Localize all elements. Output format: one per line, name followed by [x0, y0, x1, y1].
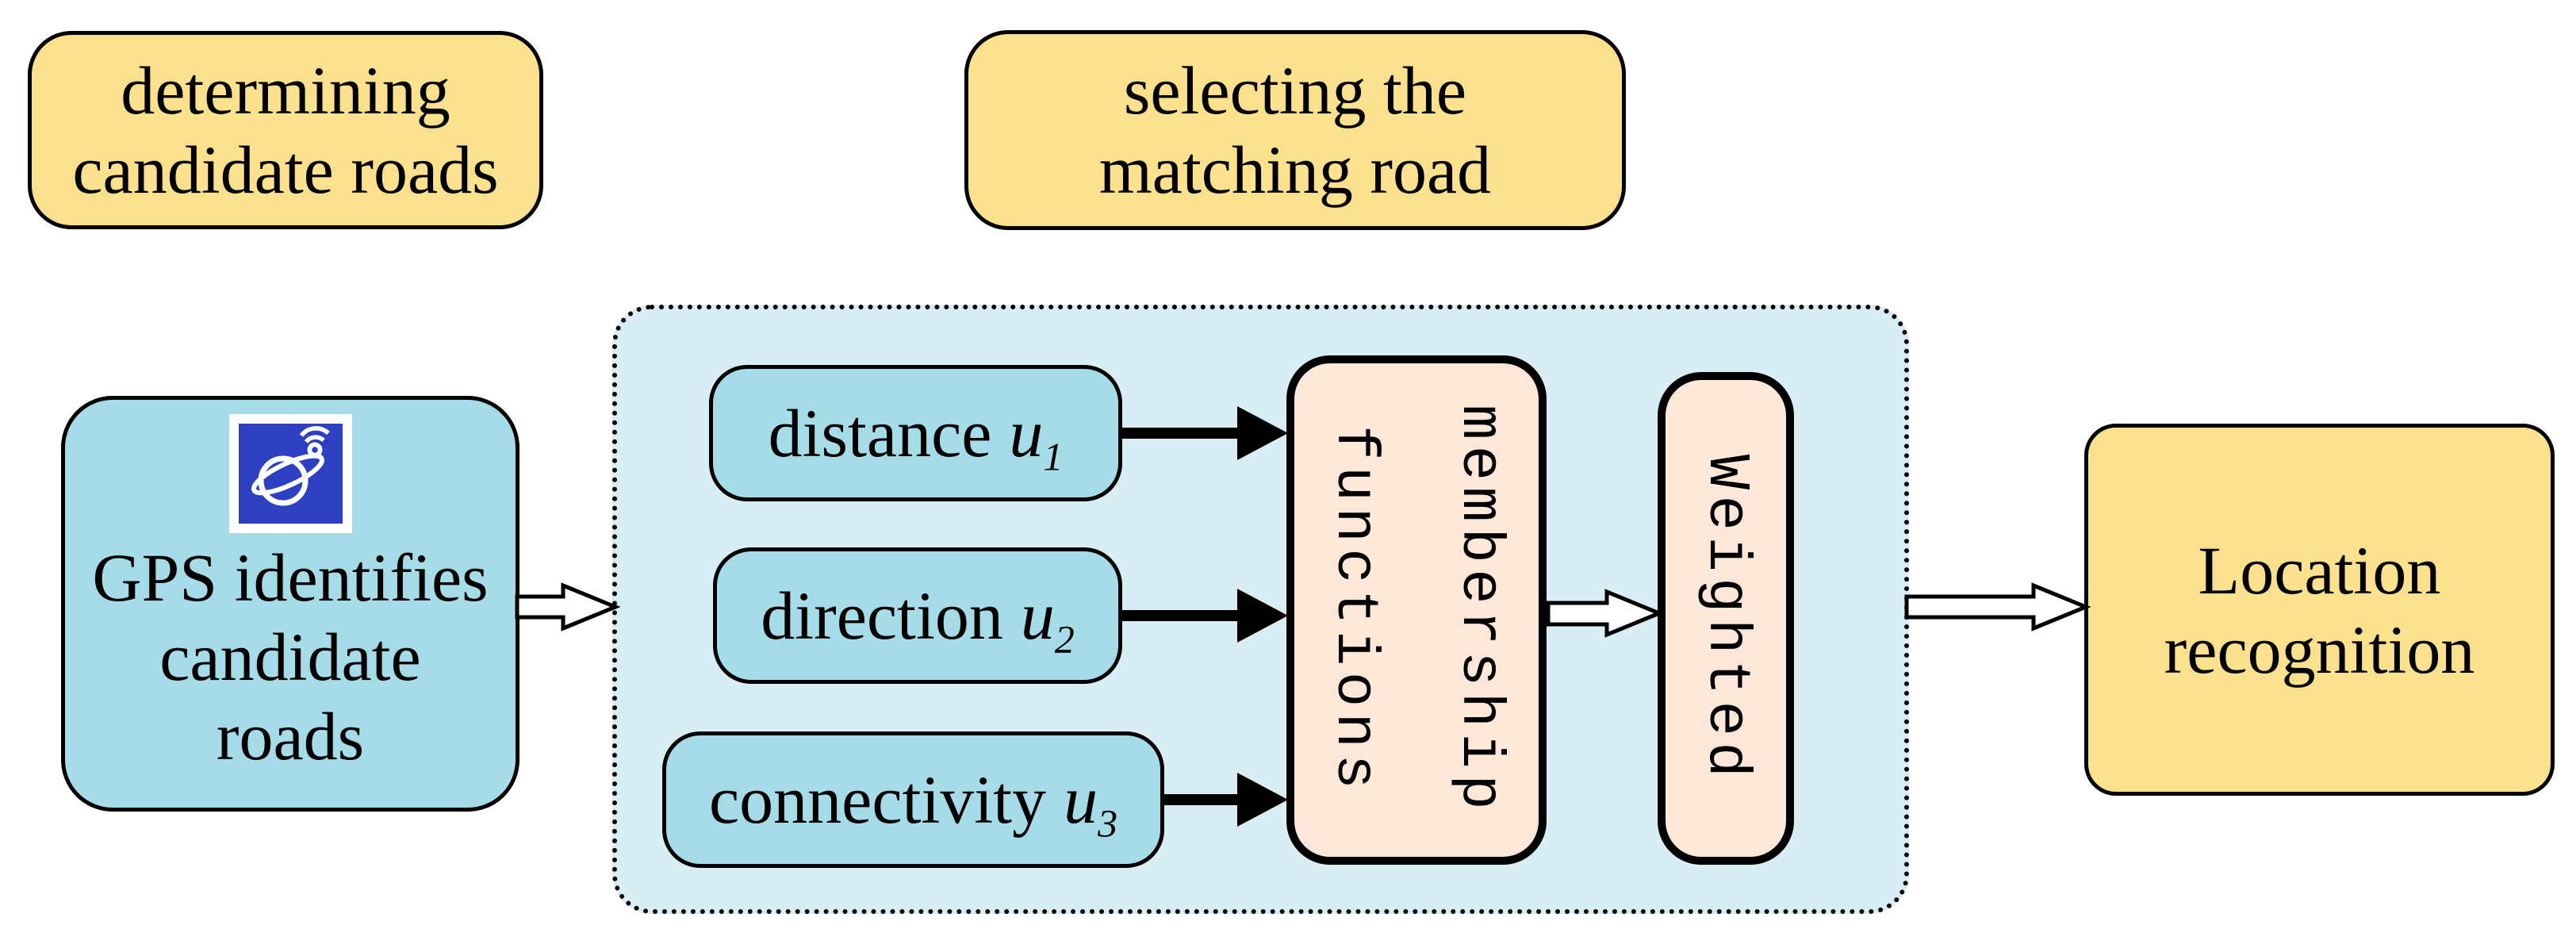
planet-satellite-icon [228, 414, 352, 533]
weighted-label: Weighted [1692, 454, 1759, 783]
membership-functions-label: membership functions [1321, 404, 1513, 816]
membership-functions-node: membership functions [1286, 355, 1547, 865]
location-line1: Location [2198, 532, 2441, 608]
gps-line3: roads [216, 698, 365, 774]
gps-line1: GPS identifies [92, 539, 489, 616]
location-recognition-node: Location recognition [2084, 424, 2555, 796]
location-line2: recognition [2164, 611, 2475, 688]
stage2-line1: selecting the [1123, 52, 1467, 129]
stage-selecting-matching-road: selecting the matching road [964, 30, 1626, 230]
gps-line2: candidate [159, 619, 421, 695]
stage1-line1: determining [121, 52, 450, 129]
stage2-line2: matching road [1098, 132, 1492, 208]
stage-determining-candidate-roads: determining candidate roads [28, 31, 543, 229]
stage1-line2: candidate roads [72, 132, 499, 208]
gps-identifies-candidate-roads-node: GPS identifies candidate roads [61, 396, 519, 812]
weighted-node: Weighted [1658, 372, 1794, 865]
arrow-fuzzy-to-location [1904, 582, 2091, 631]
arrow-gps-to-fuzzy [515, 582, 621, 631]
